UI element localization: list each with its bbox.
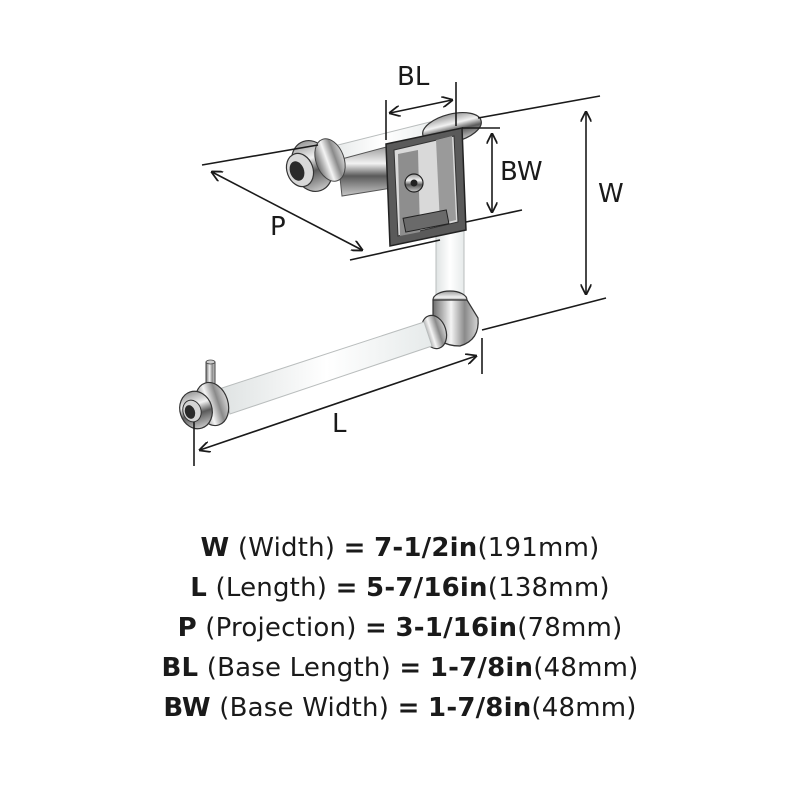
- spec-name: (Length): [215, 573, 328, 603]
- product-dimension-drawing: BL BW W P L: [179, 62, 624, 466]
- spec-metric: (138mm): [487, 573, 610, 603]
- spec-abbr: BW: [163, 693, 211, 723]
- spec-equals: =: [365, 613, 388, 643]
- bottom-end-cap: [179, 359, 230, 430]
- spec-row-width: W (Width) = 7-1/2in(191mm): [0, 528, 800, 568]
- dim-label-p: P: [270, 212, 286, 242]
- spec-imperial: 1-7/8in: [429, 653, 534, 683]
- spec-metric: (191mm): [477, 533, 600, 563]
- spec-metric: (48mm): [531, 693, 637, 723]
- dim-label-l: L: [332, 409, 347, 439]
- vertical-post: [435, 229, 465, 301]
- spec-equals: =: [335, 573, 358, 603]
- spec-metric: (48mm): [533, 653, 639, 683]
- spec-imperial: 5-7/16in: [366, 573, 488, 603]
- spec-row-base-width: BW (Base Width) = 1-7/8in(48mm): [0, 688, 800, 728]
- spec-abbr: P: [177, 613, 197, 643]
- spec-equals: =: [397, 693, 420, 723]
- spec-equals: =: [343, 533, 366, 563]
- spec-name: (Base Length): [206, 653, 391, 683]
- spec-name: (Width): [237, 533, 336, 563]
- spec-imperial: 3-1/16in: [395, 613, 518, 643]
- mounting-plate: [385, 127, 467, 247]
- spec-abbr: W: [200, 533, 230, 563]
- spec-row-length: L (Length) = 5-7/16in(138mm): [0, 568, 800, 608]
- spec-row-base-length: BL (Base Length) = 1-7/8in(48mm): [0, 648, 800, 688]
- spec-equals: =: [399, 653, 422, 683]
- dim-label-bw: BW: [500, 157, 543, 187]
- spec-abbr: BL: [161, 653, 199, 683]
- spec-imperial: 7-1/2in: [374, 533, 478, 563]
- dimension-lines: [193, 82, 607, 466]
- dim-label-bl: BL: [397, 62, 430, 92]
- spec-imperial: 1-7/8in: [428, 693, 532, 723]
- spec-name: (Projection): [205, 613, 357, 643]
- spec-abbr: L: [190, 573, 208, 603]
- toilet-paper-holder: [179, 111, 482, 430]
- spec-name: (Base Width): [219, 693, 390, 723]
- spec-metric: (78mm): [517, 613, 623, 643]
- dimension-specs: W (Width) = 7-1/2in(191mm) L (Length) = …: [0, 528, 800, 728]
- bottom-rod: [221, 321, 433, 415]
- spec-row-projection: P (Projection) = 3-1/16in(78mm): [0, 608, 800, 648]
- dim-label-w: W: [598, 179, 624, 209]
